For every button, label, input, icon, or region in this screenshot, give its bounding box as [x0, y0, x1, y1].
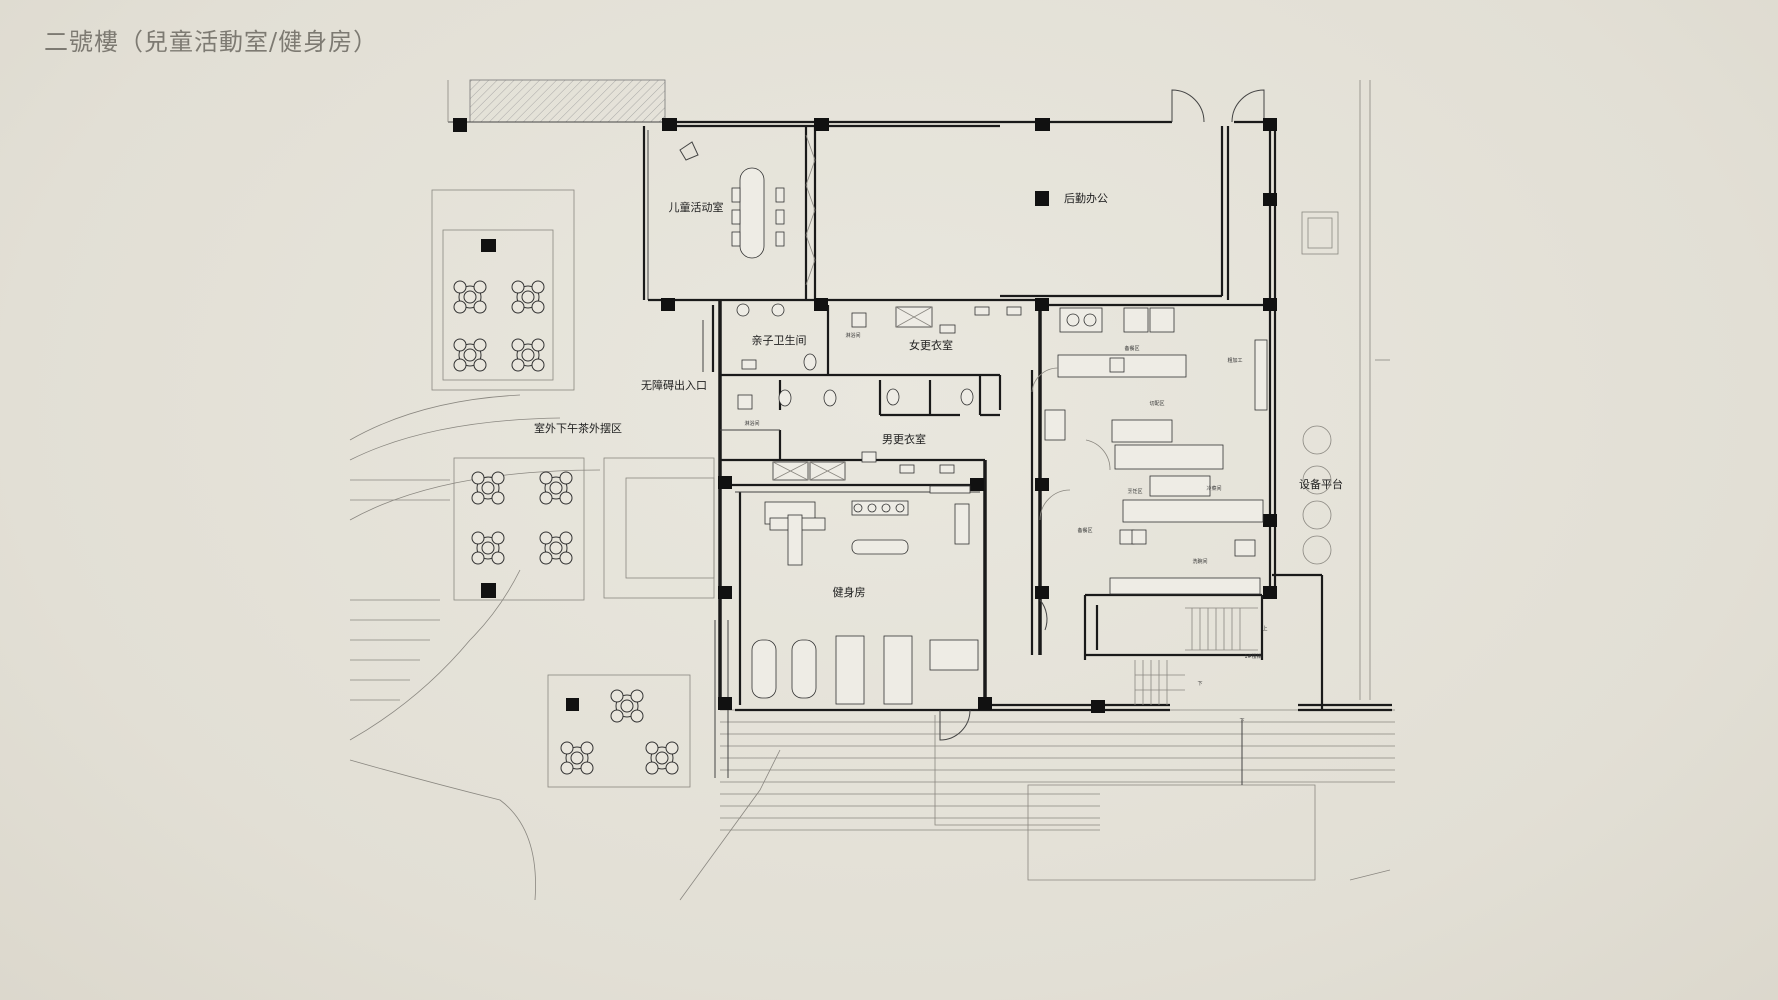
- outdoor-table: [453, 280, 487, 314]
- outdoor-table: [511, 338, 545, 372]
- building-walls: [453, 89, 1392, 778]
- label-accessible-entry: 无障碍出入口: [641, 378, 707, 392]
- fixtures: [679, 141, 1268, 741]
- label-women-locker: 女更衣室: [909, 338, 953, 352]
- outdoor-table: [453, 338, 487, 372]
- label-kitchen-5: 冷菜间: [1206, 485, 1221, 492]
- label-equipment-platform: 设备平台: [1299, 477, 1343, 491]
- sheet-title: 二號樓（兒童活動室/健身房）: [44, 28, 379, 56]
- label-kitchen-6: 备餐区: [1077, 527, 1092, 534]
- label-ramp-down: 下: [1239, 718, 1244, 724]
- label-kitchen-7: 洗碗间: [1192, 558, 1207, 565]
- site-lines: [349, 79, 1395, 901]
- label-kids-room: 儿童活动室: [669, 200, 724, 214]
- outdoor-table: [539, 531, 573, 565]
- outdoor-table: [471, 531, 505, 565]
- label-kitchen-2: 切配区: [1149, 400, 1164, 407]
- label-men-locker: 男更衣室: [882, 432, 926, 446]
- label-stair-down: 下: [1197, 681, 1202, 687]
- outdoor-table: [645, 741, 679, 775]
- stair: [1134, 607, 1258, 705]
- room-labels: 儿童活动室 后勤办公 亲子卫生间 女更衣室 无障碍出入口 室外下午茶外摆区 男更…: [534, 191, 1343, 724]
- outdoor-tea-area: [431, 189, 715, 788]
- label-kitchen-4: 烹饪区: [1127, 488, 1142, 495]
- outdoor-table: [610, 689, 644, 723]
- outdoor-table: [471, 471, 505, 505]
- outdoor-table: [511, 280, 545, 314]
- outdoor-table: [560, 741, 594, 775]
- label-back-office: 后勤办公: [1064, 192, 1108, 205]
- label-stair-floor: 1#楼梯: [1244, 653, 1261, 660]
- label-family-restroom: 亲子卫生间: [752, 333, 807, 347]
- label-shower-1: 淋浴间: [845, 332, 860, 339]
- label-gym: 健身房: [833, 585, 866, 599]
- label-kitchen-3: 粗加工: [1227, 357, 1242, 364]
- label-outdoor-tea: 室外下午茶外摆区: [534, 421, 622, 435]
- label-kitchen-1: 备餐区: [1124, 345, 1139, 352]
- label-stair-up: 上: [1262, 625, 1267, 632]
- outdoor-table: [539, 471, 573, 505]
- label-shower-2: 淋浴间: [744, 420, 759, 427]
